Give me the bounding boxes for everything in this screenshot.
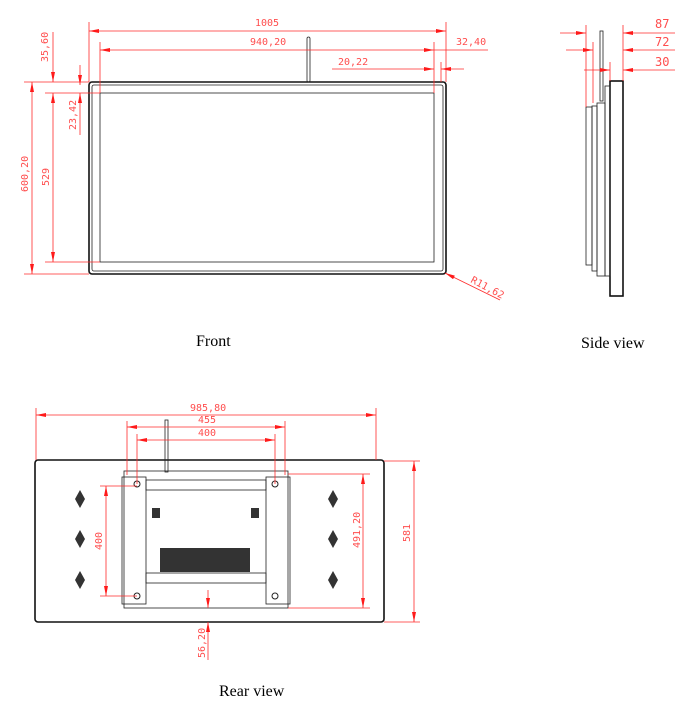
rear-caption: Rear view — [219, 683, 285, 700]
rear-view: 985,80 455 400 400 491,20 581 56,20 Rear… — [34, 403, 420, 700]
dim-23-42: 23,42 — [68, 100, 79, 130]
dim-20-22: 20,22 — [338, 57, 368, 68]
dim-87: 87 — [655, 17, 669, 31]
antenna — [599, 30, 604, 102]
dim-1005: 1005 — [255, 18, 279, 29]
antenna — [306, 36, 311, 83]
dim-400-vertical: 400 — [94, 532, 105, 550]
front-caption: Front — [196, 333, 231, 350]
dim-529: 529 — [41, 168, 52, 186]
side-caption: Side view — [581, 335, 645, 352]
dim-400-horizontal: 400 — [198, 428, 216, 439]
dim-940-20: 940,20 — [250, 37, 286, 48]
dim-35-60: 35,60 — [40, 32, 51, 62]
dim-985-80: 985,80 — [190, 403, 226, 414]
dim-56-20: 56,20 — [197, 628, 208, 658]
dim-30: 30 — [655, 55, 669, 69]
side-view: 87 72 30 Side view — [560, 17, 675, 352]
dim-72: 72 — [655, 35, 669, 49]
dim-32-40: 32,40 — [456, 37, 486, 48]
heatsink — [160, 548, 250, 572]
dim-581: 581 — [402, 524, 413, 542]
antenna — [164, 419, 169, 473]
dim-r11-62: R11,62 — [469, 275, 506, 302]
front-view: 1005 940,20 32,40 20,22 35,60 600,20 529… — [20, 18, 506, 350]
dim-600-20: 600,20 — [20, 156, 31, 192]
dim-491-20: 491,20 — [352, 512, 363, 548]
dim-455: 455 — [198, 415, 216, 426]
